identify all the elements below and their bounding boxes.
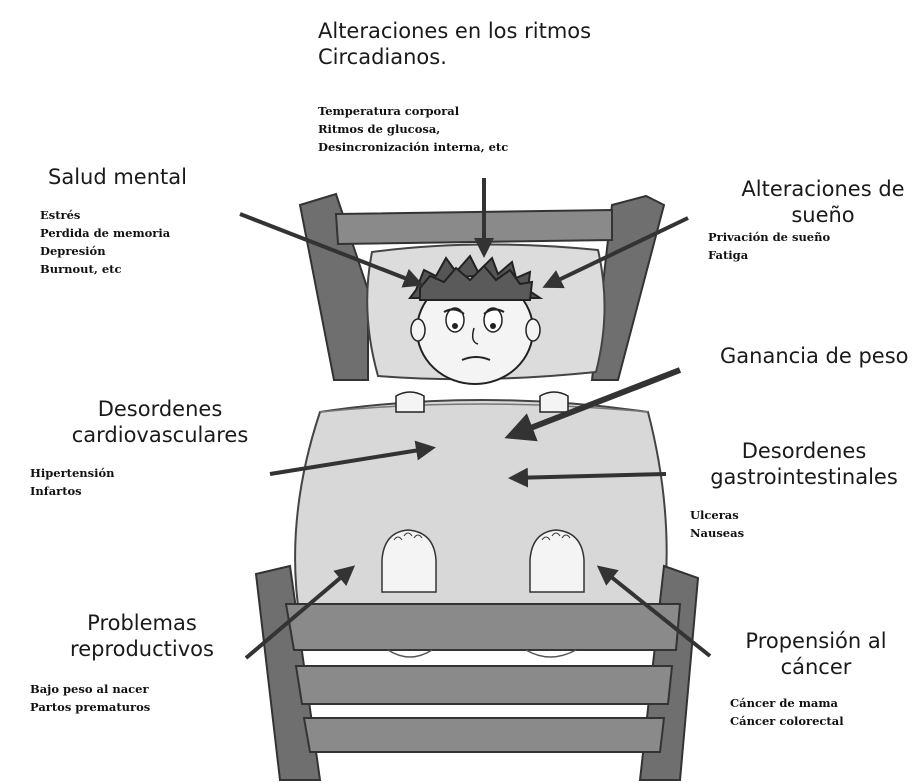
mental-items: Estrés Perdida de memoria Depresión Burn… bbox=[40, 206, 170, 278]
sleepless-person-face bbox=[410, 256, 540, 384]
cancer-items: Cáncer de mama Cáncer colorectal bbox=[730, 694, 844, 730]
weight-title: Ganancia de peso bbox=[720, 343, 909, 369]
circadian-title: Alteraciones en los ritmos Circadianos. bbox=[318, 18, 591, 70]
gastro-items: Ulceras Nauseas bbox=[690, 506, 744, 542]
sleep-items: Privación de sueño Fatiga bbox=[708, 228, 830, 264]
repro-items: Bajo peso al nacer Partos prematuros bbox=[30, 680, 150, 716]
blanket bbox=[295, 400, 667, 624]
cardio-items: Hipertensión Infartos bbox=[30, 464, 115, 500]
circadian-items: Temperatura corporal Ritmos de glucosa, … bbox=[318, 102, 508, 156]
cancer-title: Propensión al cáncer bbox=[730, 628, 902, 680]
gastro-title: Desordenes gastrointestinales bbox=[700, 438, 908, 490]
mental-title: Salud mental bbox=[48, 164, 187, 190]
repro-title: Problemas reproductivos bbox=[52, 610, 232, 662]
cardio-title: Desordenes cardiovasculares bbox=[60, 396, 260, 448]
sleep-title: Alteraciones de sueño bbox=[738, 176, 908, 228]
